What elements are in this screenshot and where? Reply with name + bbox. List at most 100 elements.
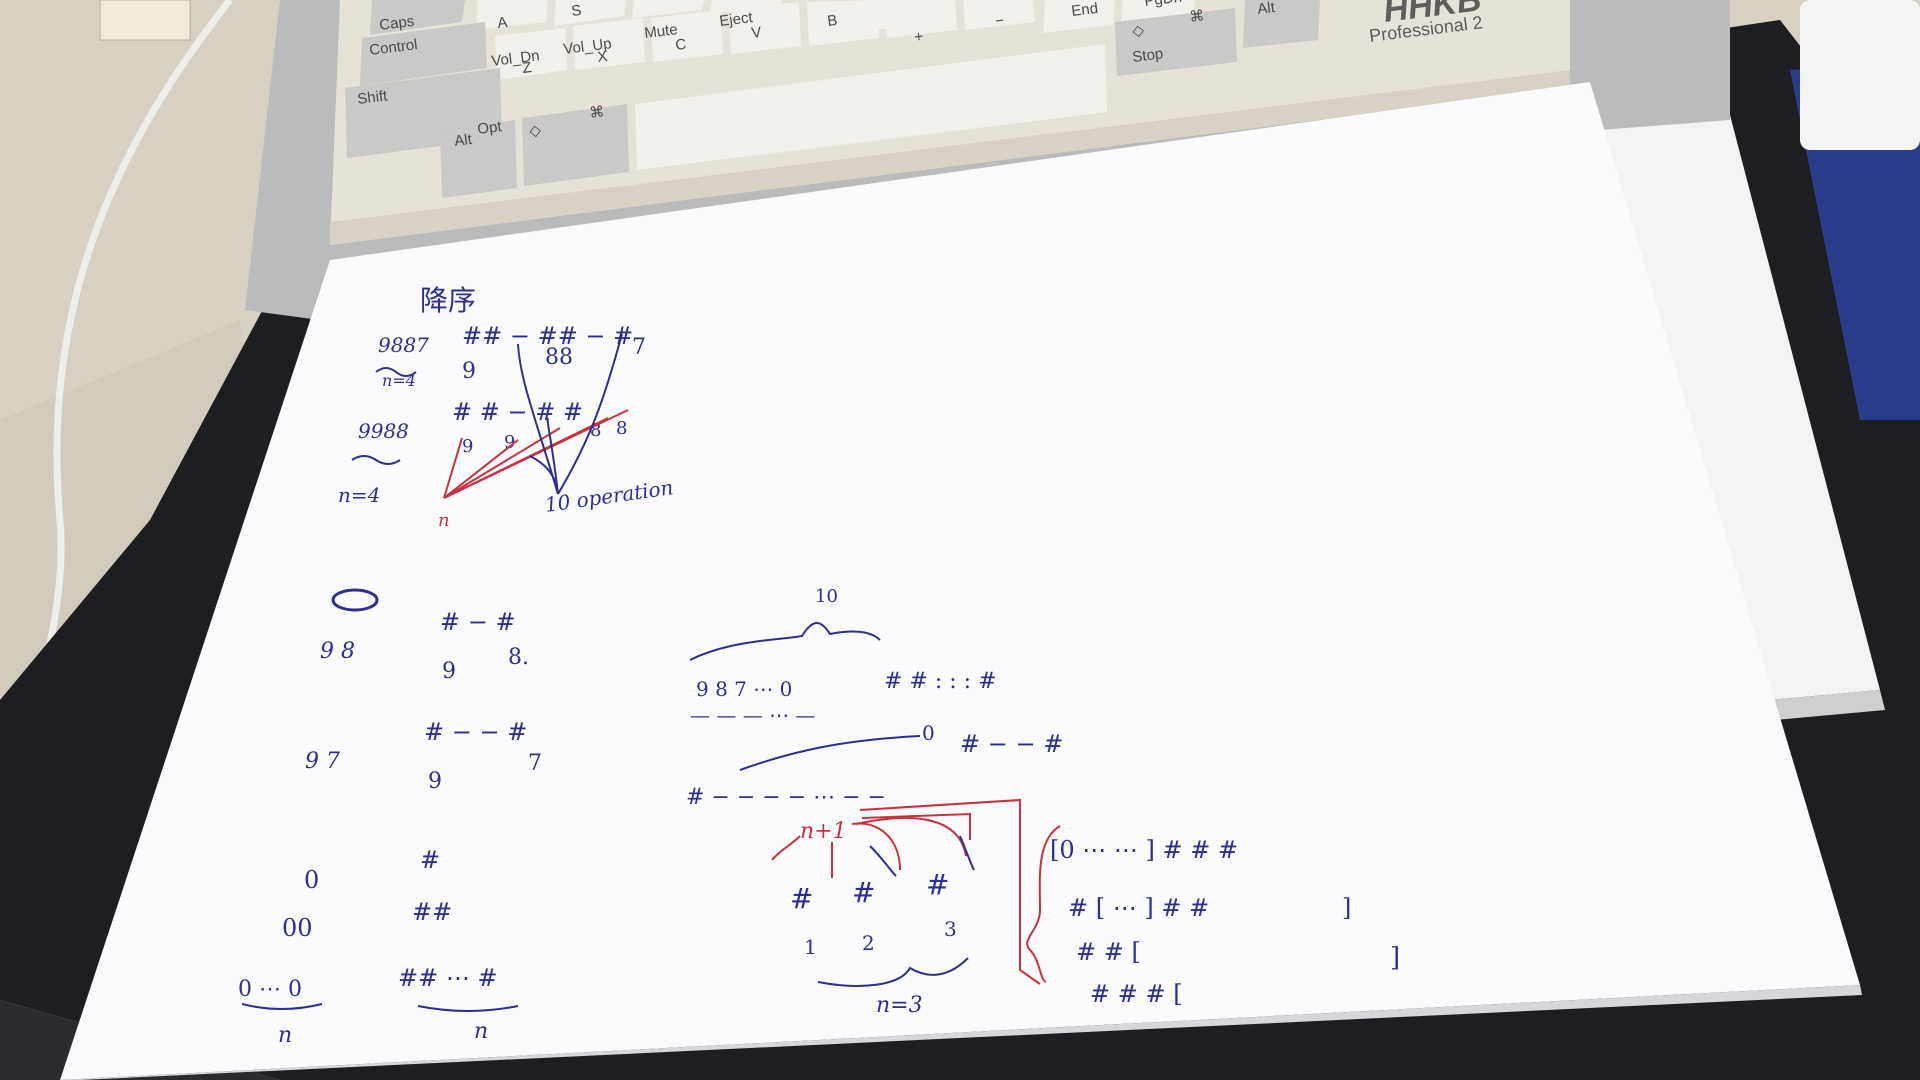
a-key-label: A	[496, 14, 508, 32]
blue-arrow	[517, 343, 559, 495]
s3-hash: #	[852, 876, 875, 909]
s3-position: 2	[862, 931, 875, 955]
v-key[interactable]	[729, 2, 801, 54]
s3-n3: n=3	[876, 993, 923, 1018]
notes-section-4: [0 ⋯ ⋯ ] # # # # [ ⋯ ] # # ] # # [ ] # #…	[1026, 825, 1400, 1008]
row1-digit: 88	[545, 345, 573, 370]
blue-arrows	[517, 333, 623, 495]
eject-label: Eject	[718, 9, 754, 30]
s2-digit: 8.	[508, 645, 529, 670]
blue-arrow	[959, 835, 975, 871]
end-key[interactable]	[1043, 0, 1115, 33]
diamond-right-label: ◇	[1131, 22, 1145, 40]
v-key-label: V	[750, 24, 762, 42]
blue-arrow	[557, 333, 623, 495]
diamond-left-label: ◇	[528, 122, 542, 140]
row2-n: n=4	[338, 483, 380, 507]
s3-blue-arrows	[869, 835, 975, 877]
s4-red-brace	[1026, 825, 1061, 983]
paper-shadow	[60, 985, 1862, 1080]
s2-row1-marks: # − #	[440, 608, 516, 636]
a-key[interactable]	[476, 0, 548, 30]
b-key[interactable]	[807, 0, 879, 46]
z-key[interactable]	[495, 28, 567, 80]
keys-row-space: Shift Alt Opt ◇ ⌘	[345, 44, 1107, 198]
end-key-label: End	[1070, 0, 1099, 20]
row1-digit: 7	[632, 335, 646, 360]
caps-key-label: Caps	[378, 13, 415, 34]
s3-hash: #	[790, 882, 813, 915]
red-arrow	[859, 798, 1041, 985]
f-key[interactable]	[710, 0, 782, 14]
s2-row1-label: 9 8	[320, 639, 355, 664]
row1-underline	[375, 367, 417, 377]
red-arrow	[443, 439, 519, 499]
row1-digits: 9 88 7	[462, 335, 646, 384]
s4-line4: # # # [	[1090, 980, 1183, 1008]
s2-row2-marks: # − − #	[424, 718, 527, 746]
foam-pad	[1600, 115, 1880, 700]
s3-positions: 1 2 3	[804, 917, 957, 959]
vol-dn-label: Vol_Dn	[490, 47, 540, 70]
white-panel	[1800, 0, 1920, 150]
pgdn-key-label: PgDn	[1143, 0, 1182, 10]
red-arrow	[443, 409, 629, 499]
control-key[interactable]	[360, 22, 487, 86]
s3-hash: #	[926, 868, 949, 901]
alt-right-key[interactable]	[1243, 0, 1320, 48]
row2-underline	[351, 455, 401, 465]
s3-top-brace	[689, 622, 881, 661]
cmd-left-label: ⌘	[588, 103, 605, 122]
s3-line2-marks: # − − #	[960, 730, 1063, 758]
d-key[interactable]	[632, 0, 704, 18]
x-key[interactable]	[573, 18, 645, 70]
minus-key[interactable]	[963, 0, 1035, 30]
s3-brace-label: 10	[815, 586, 838, 607]
stop-key[interactable]	[1115, 8, 1237, 76]
s-key[interactable]	[554, 0, 626, 26]
cmd-left-key[interactable]	[522, 104, 629, 186]
c-key[interactable]	[651, 10, 723, 62]
s4-line3-end: ]	[1390, 943, 1400, 973]
s2-zeros: 0 ⋯ 0	[238, 977, 302, 1002]
spacebar[interactable]	[635, 44, 1107, 170]
notes-section-3: 10 9 8 7 ⋯ 0 # # : : : # — — — ⋯ — 0 # −…	[686, 586, 1063, 1018]
blue-arrow	[869, 845, 897, 877]
red-arrow	[855, 817, 967, 857]
plus-key[interactable]	[885, 0, 957, 38]
red-arrow	[771, 835, 801, 861]
s4-line3: # # [	[1076, 938, 1141, 966]
s3-red-label: n+1	[800, 819, 847, 844]
row2-digit: 9	[462, 436, 473, 457]
s3-hash-row: # # #	[790, 868, 949, 915]
x-key-label: X	[596, 48, 608, 66]
z-key-label: Z	[521, 59, 532, 77]
s2-zero2: 00	[282, 914, 313, 942]
s4-line2-end: ]	[1342, 894, 1351, 922]
foam-pad-shadow	[1770, 690, 1885, 720]
keys-row-z: Control Z Vol_Dn X Vol_Up C Mute V Eject…	[360, 0, 1237, 86]
caps-key[interactable]	[370, 0, 465, 35]
note-heading: 降序	[420, 284, 476, 317]
plus-key-label: +	[913, 28, 924, 46]
s3-blank-row: — — — ⋯ —	[690, 703, 815, 727]
s2-zeros-marks: ## ⋯ #	[398, 964, 498, 992]
row1-label: 9887	[378, 333, 429, 357]
alt-right-key-label: Alt	[1256, 0, 1276, 18]
s3-digits: 9 8 7 ⋯ 0	[696, 677, 792, 701]
row2-digit: 8	[616, 418, 627, 439]
s3-zero-mark: 0	[922, 721, 935, 745]
pgdn-key[interactable]	[1121, 0, 1195, 24]
s2-digit: 7	[528, 751, 542, 776]
b-key-label: B	[826, 12, 838, 30]
s2-brace-n-right: n	[474, 1019, 488, 1044]
shift-key-label: Shift	[356, 87, 389, 108]
s3-position: 3	[944, 917, 957, 941]
s3-position: 1	[804, 935, 817, 959]
red-arrows	[443, 409, 629, 499]
blue-arrow	[546, 417, 559, 495]
mute-label: Mute	[643, 21, 678, 42]
s3-hash-left: # − − − − ⋯ − −	[686, 785, 886, 810]
alt-left-key-label: Alt	[453, 131, 473, 150]
alt-left-key[interactable]	[440, 120, 517, 198]
